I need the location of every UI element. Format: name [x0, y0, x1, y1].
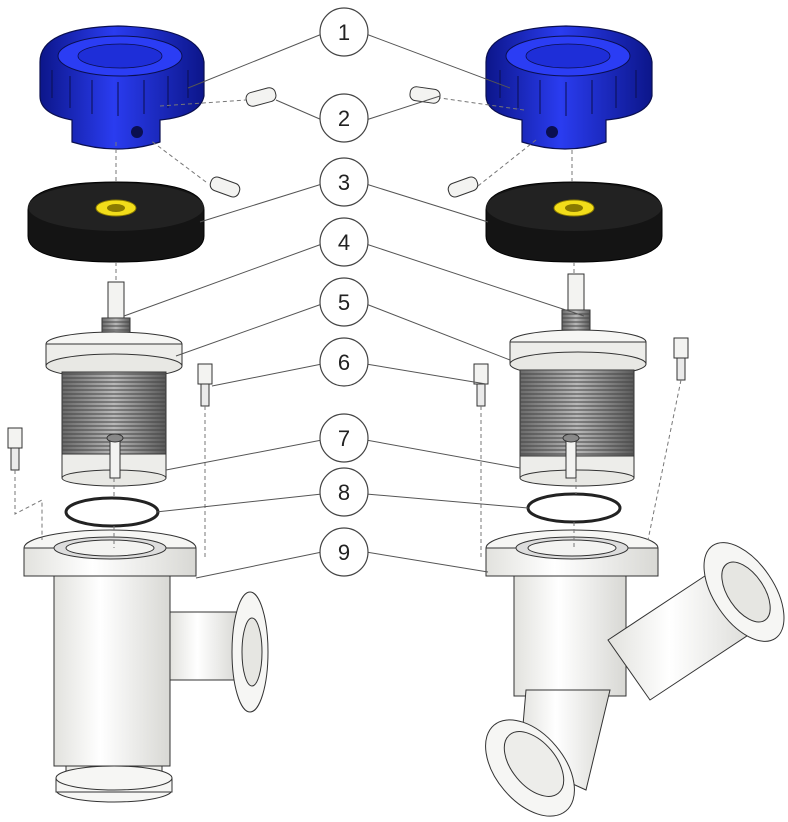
callout-circle — [319, 467, 369, 517]
callout-9: 9 — [319, 527, 369, 577]
callout-1: 1 — [319, 7, 369, 57]
callout-number: 4 — [338, 230, 350, 255]
callout-number: 2 — [338, 106, 350, 131]
callout-circle — [319, 157, 369, 207]
right-screw-b — [673, 337, 689, 381]
left-pin-upper — [245, 87, 277, 107]
callout-circle — [319, 277, 369, 327]
callout-number: 3 — [338, 170, 350, 195]
right-valve-body — [485, 529, 785, 817]
left-knob — [39, 25, 205, 150]
callout-number: 8 — [338, 480, 350, 505]
callout-number: 1 — [338, 20, 350, 45]
right-screw-a — [473, 363, 489, 407]
right-knob — [485, 25, 653, 150]
left-valve-body — [23, 529, 269, 803]
callout-circle — [319, 413, 369, 463]
callout-circle — [319, 93, 369, 143]
right-pin-upper — [409, 86, 441, 104]
right-disc — [485, 181, 663, 263]
leader-lines — [123, 33, 585, 579]
left-disc — [27, 181, 205, 263]
callout-2: 2 — [319, 93, 369, 143]
left-bellows — [45, 331, 183, 487]
callout-7: 7 — [319, 413, 369, 463]
callout-5: 5 — [319, 277, 369, 327]
callout-4: 4 — [319, 217, 369, 267]
right-assembly — [409, 25, 785, 817]
callout-number: 6 — [338, 350, 350, 375]
left-pin-lower — [209, 176, 241, 198]
callout-6: 6 — [319, 337, 369, 387]
callout-number: 9 — [338, 540, 350, 565]
callout-circle — [319, 7, 369, 57]
right-oring — [526, 492, 622, 524]
callout-number: 5 — [338, 290, 350, 315]
callout-3: 3 — [319, 157, 369, 207]
left-screw-a — [197, 363, 213, 407]
callout-number: 7 — [338, 426, 350, 451]
callout-circle — [319, 217, 369, 267]
right-pin-lower — [447, 176, 479, 198]
left-oring — [64, 496, 160, 528]
callout-8: 8 — [319, 467, 369, 517]
left-assembly — [7, 25, 277, 803]
alignment-lines — [14, 97, 682, 560]
callout-circle — [319, 337, 369, 387]
right-bellows — [509, 329, 647, 487]
callout-circle — [319, 527, 369, 577]
left-screw-b — [7, 427, 23, 471]
callout-group: 1 2 3 4 5 6 7 8 9 — [319, 7, 369, 577]
